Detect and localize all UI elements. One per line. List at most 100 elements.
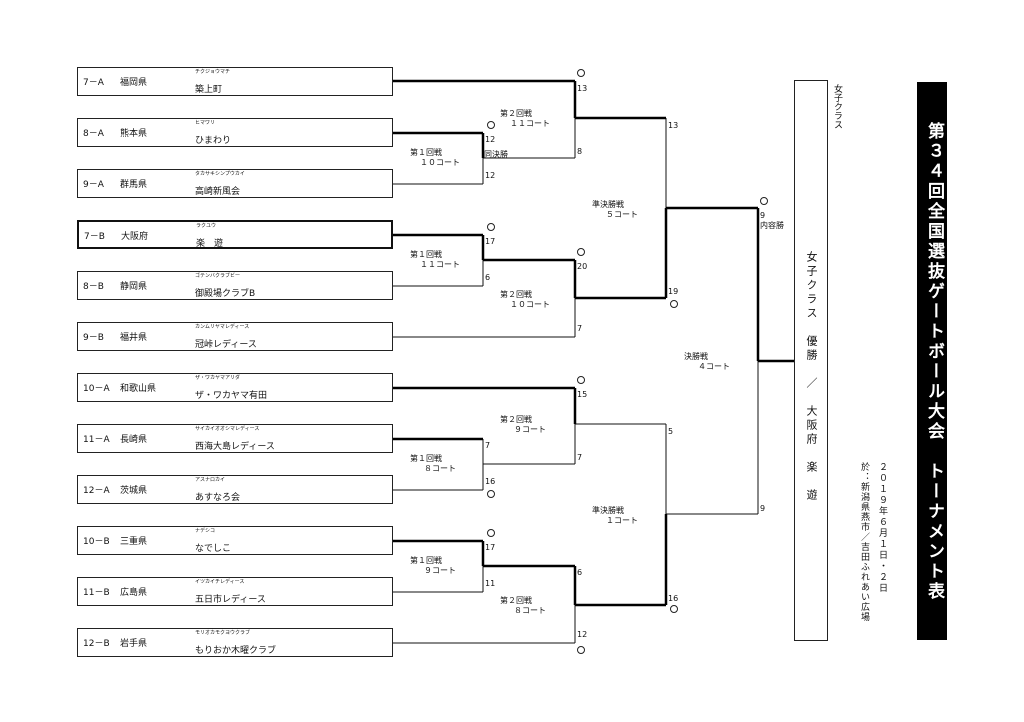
team-row: 9－A 群馬県 タカサキシンプウカイ 高崎新風会: [77, 169, 393, 198]
team-row: 8－B 静岡県 ゴテンバクラブビー 御殿場クラブB: [77, 271, 393, 300]
content-win-note: 内容勝: [760, 221, 784, 230]
team-row: 11－B 広島県 イツカイチレディース 五日市レディース: [77, 577, 393, 606]
score: 16: [485, 477, 496, 486]
team-name: もりおか木曜クラブ: [195, 646, 277, 656]
score: 9: [760, 211, 766, 220]
winner-circle-icon: [577, 248, 585, 256]
winner-circle-icon: [577, 646, 585, 654]
team-name: ひまわり: [195, 136, 232, 146]
team-name: 高崎新風会: [195, 187, 241, 197]
winner-circle-icon: [670, 300, 678, 308]
score: 15: [577, 390, 588, 399]
team-name: 御殿場クラブB: [195, 289, 256, 299]
score: 17: [485, 543, 496, 552]
team-row: 12－A 茨城県 アスナロカイ あすなろ会: [77, 475, 393, 504]
team-name: 築上町: [195, 85, 223, 95]
team-division: 10－B: [83, 537, 110, 547]
score: 12: [485, 171, 496, 180]
team-row: 10－B 三重県 ナデシコ なでしこ: [77, 526, 393, 555]
score: 13: [668, 121, 679, 130]
event-venue: 於：新潟県燕市／吉田ふれあい広場: [859, 462, 869, 622]
team-ruby: ラクユウ: [196, 223, 217, 229]
team-name: 五日市レディース: [195, 595, 266, 605]
team-division: 9－B: [83, 333, 104, 343]
team-ruby: ヒマワリ: [195, 120, 216, 126]
winner-circle-icon: [487, 529, 495, 537]
same-score-note: 同決勝: [484, 150, 508, 159]
winner-circle-icon: [577, 69, 585, 77]
score: 6: [577, 568, 583, 577]
winner-circle-icon: [487, 223, 495, 231]
score: 17: [485, 237, 496, 246]
winner-circle-icon: [760, 197, 768, 205]
winner-circle-icon: [487, 121, 495, 129]
team-prefecture: 静岡県: [120, 282, 148, 292]
score: 16: [668, 594, 679, 603]
team-prefecture: 和歌山県: [120, 384, 157, 394]
champion-text: 女子クラス 優勝 ／ 大阪府 楽 遊: [805, 251, 818, 503]
score: 9: [760, 504, 766, 513]
team-row: 9－B 福井県 カンムリヤマレディース 冠峠レディース: [77, 322, 393, 351]
team-prefecture: 群馬県: [120, 180, 148, 190]
team-ruby: モリオカモクヨウクラブ: [195, 630, 251, 636]
team-division: 11－A: [83, 435, 110, 445]
team-ruby: ナデシコ: [195, 528, 216, 534]
team-ruby: ゴテンバクラブビー: [195, 273, 241, 279]
team-ruby: イツカイチレディース: [195, 579, 245, 585]
team-division: 9－A: [83, 180, 104, 190]
team-division: 8－B: [83, 282, 104, 292]
score: 12: [577, 630, 588, 639]
score: 7: [577, 324, 583, 333]
team-row: 12－B 岩手県 モリオカモクヨウクラブ もりおか木曜クラブ: [77, 628, 393, 657]
team-ruby: アスナロカイ: [195, 477, 226, 483]
score: 19: [668, 287, 679, 296]
team-prefecture: 福岡県: [120, 78, 148, 88]
team-division: 11－B: [83, 588, 110, 598]
team-name: 冠峠レディース: [195, 340, 257, 350]
page-title: 第３４回全国選抜ゲートボール大会 トーナメント表: [924, 122, 944, 602]
winner-circle-icon: [577, 376, 585, 384]
team-prefecture: 茨城県: [120, 486, 148, 496]
team-row: 8－A 熊本県 ヒマワリ ひまわり: [77, 118, 393, 147]
team-row: 10－A 和歌山県 ザ・ワカヤマアリダ ザ・ワカヤマ有田: [77, 373, 393, 402]
score: 12: [485, 135, 496, 144]
team-name: 西海大島レディース: [195, 442, 275, 452]
team-division: 10－A: [83, 384, 110, 394]
winner-circle-icon: [487, 490, 495, 498]
team-ruby: チクジョウマチ: [195, 69, 231, 75]
event-date: ２０１９年６月１日・２日: [877, 462, 887, 594]
team-division: 12－B: [83, 639, 110, 649]
team-ruby: タカサキシンプウカイ: [195, 171, 245, 177]
team-prefecture: 福井県: [120, 333, 148, 343]
title-bar: 第３４回全国選抜ゲートボール大会 トーナメント表: [917, 82, 947, 640]
team-prefecture: 大阪府: [121, 232, 149, 242]
score: 8: [577, 147, 583, 156]
team-row: 11－A 長崎県 サイカイオオシマレディース 西海大島レディース: [77, 424, 393, 453]
score: 11: [485, 579, 496, 588]
team-name: なでしこ: [195, 544, 232, 554]
team-name: 楽 遊: [196, 239, 224, 249]
team-prefecture: 広島県: [120, 588, 148, 598]
score: 13: [577, 84, 588, 93]
team-prefecture: 三重県: [120, 537, 148, 547]
team-prefecture: 岩手県: [120, 639, 148, 649]
champion-box: 女子クラス 優勝 ／ 大阪府 楽 遊: [794, 80, 828, 641]
class-label: 女子クラス: [832, 84, 842, 129]
team-division: 7－A: [83, 78, 104, 88]
score: 20: [577, 262, 588, 271]
team-prefecture: 長崎県: [120, 435, 148, 445]
team-name: あすなろ会: [195, 493, 241, 503]
score: 5: [668, 427, 674, 436]
score: 7: [485, 441, 491, 450]
